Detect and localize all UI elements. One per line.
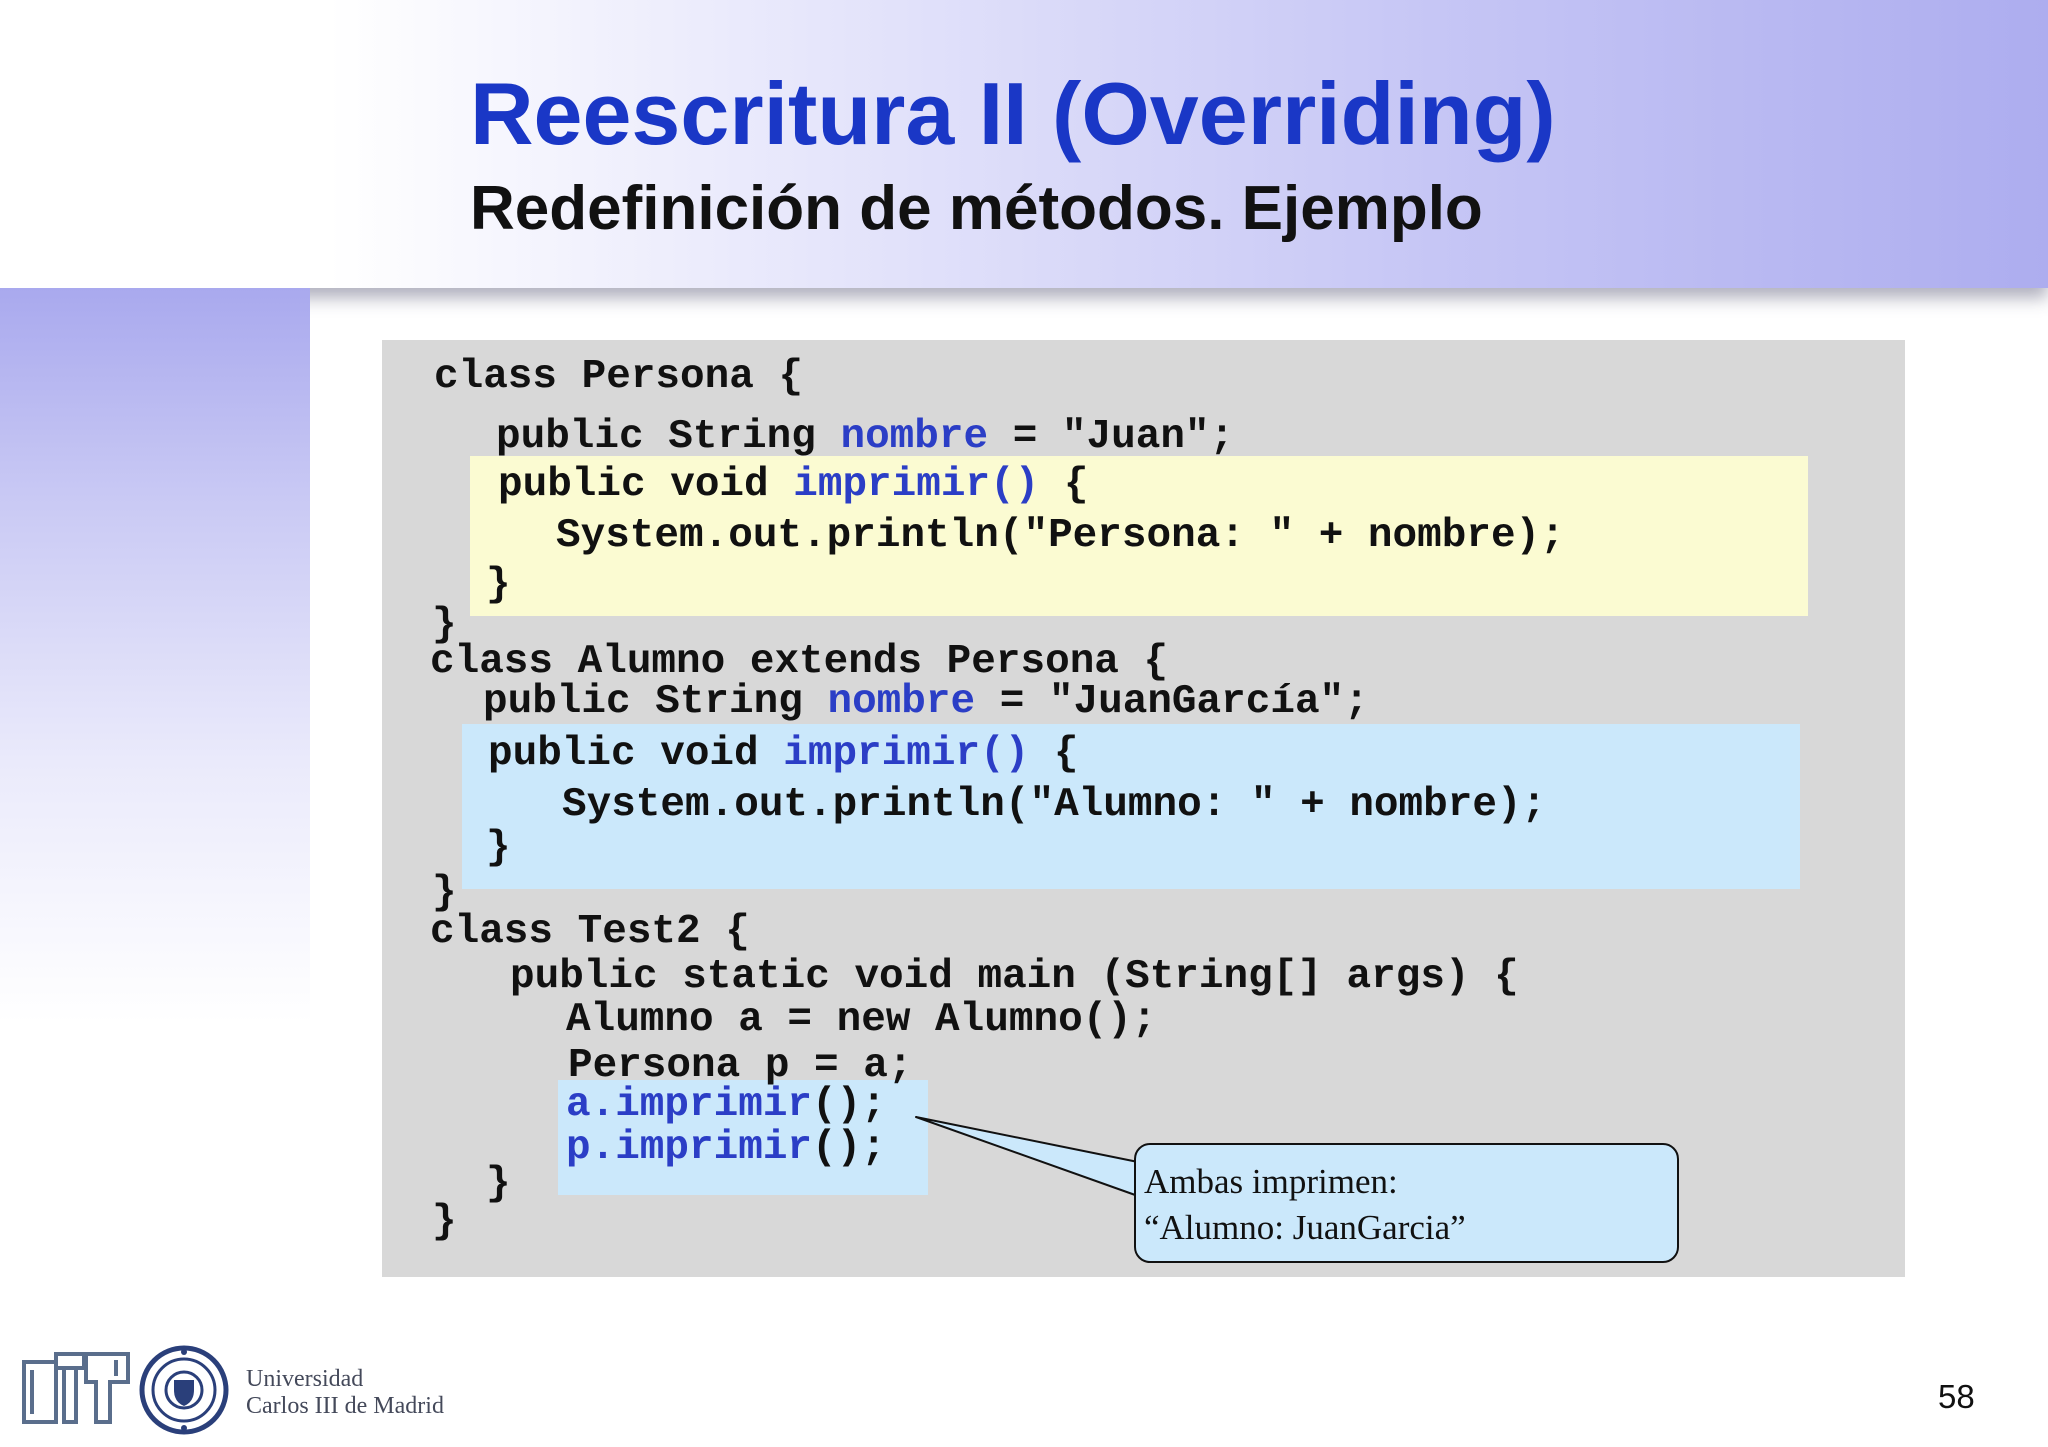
code-line: class Test2 { (430, 909, 750, 955)
code-line: } (432, 870, 457, 916)
code-line: public void imprimir() { (488, 731, 1079, 777)
persona-method-highlight (470, 456, 1808, 616)
header-band (0, 0, 2048, 288)
code-line: public void imprimir() { (498, 462, 1089, 508)
code-line: } (486, 562, 511, 608)
code-line: class Persona { (434, 354, 804, 400)
alumno-method-highlight (462, 724, 1800, 889)
code-line: p.imprimir(); (566, 1125, 886, 1171)
code-line: System.out.println("Alumno: " + nombre); (562, 782, 1547, 828)
slide-subtitle: Redefinición de métodos. Ejemplo (470, 174, 1483, 243)
page-number: 58 (1938, 1378, 1975, 1415)
code-line: a.imprimir(); (566, 1082, 886, 1128)
code-line: } (432, 602, 457, 648)
code-line: } (486, 825, 511, 871)
code-line: Persona p = a; (568, 1043, 913, 1089)
university-line: Carlos III de Madrid (246, 1393, 444, 1419)
method-calls-highlight (558, 1080, 928, 1195)
slide-title: Reescritura II (Overriding) (470, 64, 1556, 163)
code-line: } (486, 1161, 511, 1207)
code-line: class Alumno extends Persona { (430, 639, 1169, 685)
code-line: public String nombre = "Juan"; (496, 414, 1235, 460)
callout-line: “Alumno: JuanGarcia” (1144, 1208, 1466, 1247)
code-line: public static void main (String[] args) … (510, 954, 1519, 1000)
callout-box: Ambas imprimen: “Alumno: JuanGarcia” (1134, 1143, 1679, 1263)
code-line: System.out.println("Persona: " + nombre)… (556, 513, 1565, 559)
code-line: Alumno a = new Alumno(); (566, 997, 1157, 1043)
university-line: Universidad (246, 1366, 364, 1392)
it-department-logo-icon (22, 1345, 229, 1435)
code-line: } (432, 1199, 457, 1245)
university-name: Universidad Carlos III de Madrid (246, 1366, 444, 1420)
callout-line: Ambas imprimen: (1144, 1162, 1398, 1201)
side-gradient-band (0, 288, 310, 1338)
footer-logos (20, 1340, 250, 1445)
code-line: public String nombre = "JuanGarcía"; (483, 679, 1369, 725)
